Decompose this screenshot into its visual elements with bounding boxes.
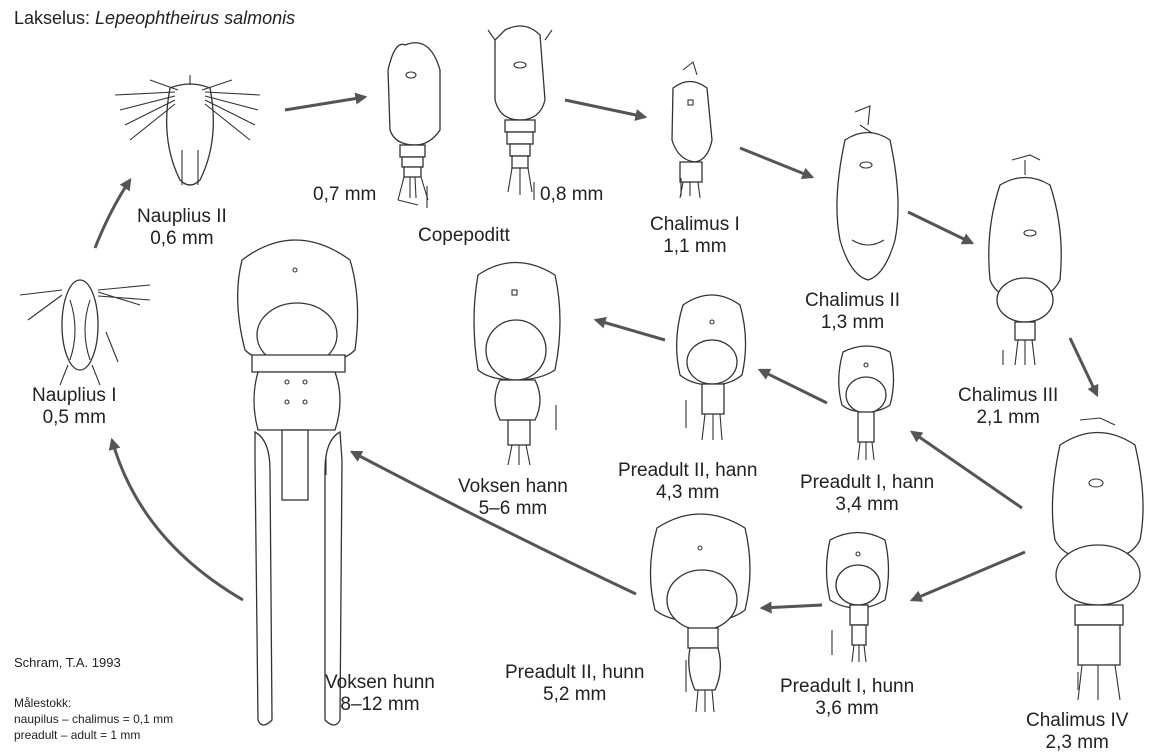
stage-size: 1,3 mm	[805, 312, 900, 334]
stage-size: 5,2 mm	[505, 684, 644, 706]
stage-size: 1,1 mm	[650, 236, 740, 258]
arrow-pa2m-to-adm	[596, 320, 665, 340]
stage-size: 8–12 mm	[325, 694, 435, 716]
preadult-1-male-drawing	[839, 346, 894, 460]
arrow-pa1f-to-pa2f	[762, 605, 822, 608]
scale-line-2: preadult – adult = 1 mm	[14, 728, 140, 742]
chalimus-3-drawing	[989, 155, 1062, 365]
chalimus-1-drawing	[672, 62, 712, 198]
label-adult-female: Voksen hunn 8–12 mm	[325, 672, 435, 716]
preadult-2-female-drawing	[650, 514, 750, 712]
label-nauplius-2: Nauplius II 0,6 mm	[137, 206, 227, 250]
label-adult-male: Voksen hann 5–6 mm	[458, 476, 568, 520]
nauplius-2-drawing	[115, 75, 260, 185]
arrow-n2-to-cope	[285, 97, 365, 110]
label-chalimus-4: Chalimus IV 2,3 mm	[1026, 710, 1128, 754]
label-nauplius-1: Nauplius I 0,5 mm	[32, 385, 117, 429]
preadult-1-female-drawing	[827, 533, 889, 663]
chalimus-4-drawing	[1052, 418, 1143, 700]
label-preadult-2-female: Preadult II, hunn 5,2 mm	[505, 662, 644, 706]
arrow-ch2-to-ch3	[908, 212, 972, 243]
stage-name: Chalimus II	[805, 290, 900, 312]
arrow-pa2f-to-adf	[352, 452, 636, 594]
stage-name: Voksen hunn	[325, 672, 435, 694]
arrow-n1-to-n2	[95, 180, 130, 248]
species-name: Lepeophtheirus salmonis	[95, 8, 295, 28]
adult-female-drawing	[238, 240, 358, 725]
source-credit: Schram, T.A. 1993	[14, 655, 121, 670]
label-preadult-1-male: Preadult I, hann 3,4 mm	[800, 472, 934, 516]
copepodite-2-drawing	[488, 26, 552, 195]
stage-size: 3,6 mm	[780, 698, 914, 720]
nauplius-1-drawing	[20, 280, 150, 385]
stage-name: Preadult I, hann	[800, 472, 934, 494]
stage-name: Chalimus III	[958, 385, 1058, 407]
stage-name: Preadult II, hunn	[505, 662, 644, 684]
stage-size: 0,6 mm	[137, 228, 227, 250]
scale-heading: Målestokk:	[14, 696, 71, 710]
adult-male-drawing	[474, 263, 560, 466]
label-chalimus-3: Chalimus III 2,1 mm	[958, 385, 1058, 429]
arrow-adf-to-n1	[112, 440, 243, 600]
figure-title: Lakselus: Lepeophtheirus salmonis	[14, 8, 295, 29]
stage-name: Preadult II, hann	[618, 460, 757, 482]
stage-name: Voksen hann	[458, 476, 568, 498]
arrow-pa1m-to-pa2m	[760, 370, 827, 403]
label-preadult-2-male: Preadult II, hann 4,3 mm	[618, 460, 757, 504]
cycle-arrows	[95, 97, 1097, 608]
stage-size: 2,3 mm	[1026, 732, 1128, 754]
stage-size: 3,4 mm	[800, 494, 934, 516]
arrow-ch4-to-pa1f	[912, 552, 1025, 600]
stage-size: 0,5 mm	[32, 407, 117, 429]
title-prefix: Lakselus:	[14, 8, 95, 28]
label-copepoditt: Copepoditt	[418, 225, 510, 247]
stage-name: Chalimus I	[650, 214, 740, 236]
stage-name: Copepoditt	[418, 225, 510, 247]
label-preadult-1-female: Preadult I, hunn 3,6 mm	[780, 676, 914, 720]
stage-size: 5–6 mm	[458, 498, 568, 520]
copepodite-size-right: 0,8 mm	[540, 184, 603, 206]
stage-name: Nauplius II	[137, 206, 227, 228]
copepodite-size-left: 0,7 mm	[313, 184, 376, 206]
stage-name: Chalimus IV	[1026, 710, 1128, 732]
arrow-ch3-to-ch4	[1070, 338, 1097, 395]
scale-line-1: naupilus – chalimus = 0,1 mm	[14, 712, 173, 726]
stage-size: 4,3 mm	[618, 482, 757, 504]
stage-size: 2,1 mm	[958, 407, 1058, 429]
label-chalimus-1: Chalimus I 1,1 mm	[650, 214, 740, 258]
arrow-cope-to-ch1	[565, 100, 645, 117]
label-chalimus-2: Chalimus II 1,3 mm	[805, 290, 900, 334]
stage-name: Preadult I, hunn	[780, 676, 914, 698]
copepodite-1-drawing	[388, 43, 440, 205]
stage-name: Nauplius I	[32, 385, 117, 407]
chalimus-2-drawing	[837, 106, 898, 280]
preadult-2-male-drawing	[677, 295, 746, 440]
arrow-ch1-to-ch2	[740, 148, 812, 177]
